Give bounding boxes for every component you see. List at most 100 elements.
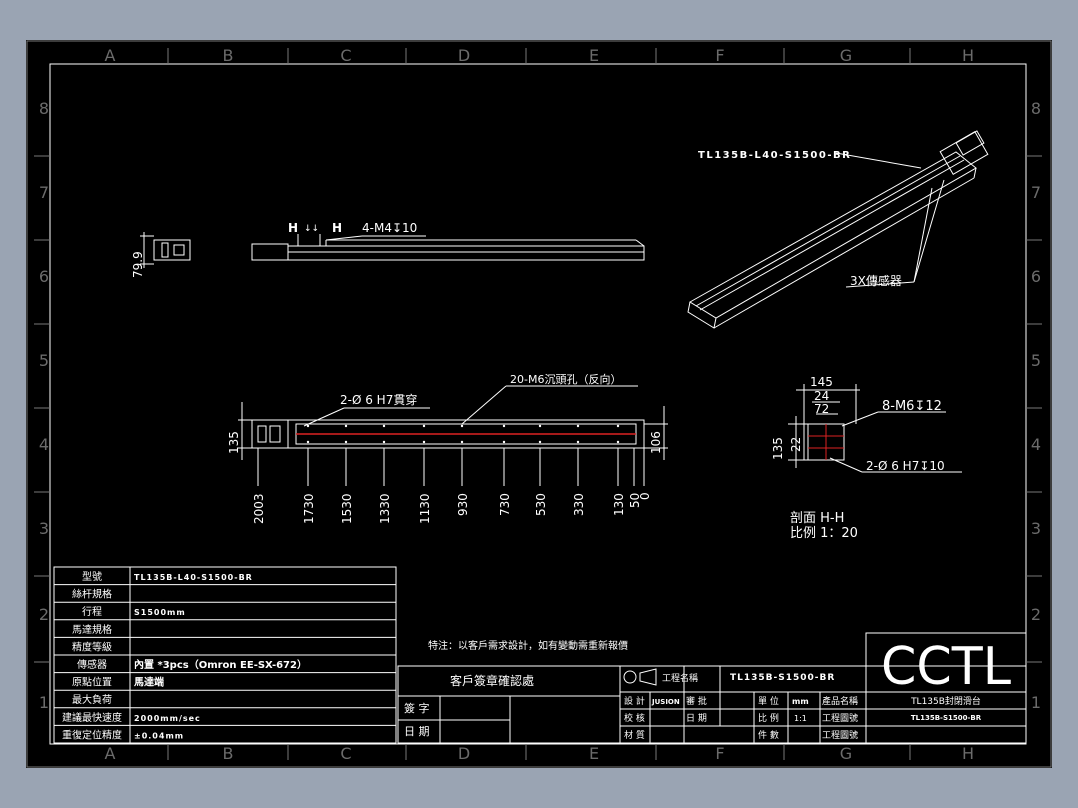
sensor-label: 3X傳感器: [850, 273, 902, 288]
column-label: E: [589, 46, 599, 65]
spec-label: 重復定位精度: [62, 728, 122, 741]
review-label: 審 批: [686, 695, 707, 707]
spec-value: 2000mm/sec: [134, 714, 201, 723]
row-label: 5: [39, 351, 49, 370]
designer: JUSION: [651, 698, 680, 706]
ordinate-label: 330: [572, 493, 586, 516]
design-label: 設 計: [624, 695, 645, 707]
drawing-no-label: 工程圖號: [822, 712, 858, 724]
spec-value: S1500mm: [134, 608, 186, 617]
column-label: D: [458, 744, 470, 763]
projection-circle-icon: [623, 670, 637, 684]
unit-label: 單 位: [758, 695, 779, 707]
row-label: 3: [1031, 519, 1041, 538]
column-label: F: [715, 46, 724, 65]
hole-note: 2-Ø 6 H7貫穿: [340, 392, 417, 407]
row-label: 7: [1031, 183, 1041, 202]
counterbore-note: 20-M6沉頭孔（反向）: [510, 372, 621, 386]
ordinate-label: 1330: [378, 493, 392, 524]
ordinate-label: 50: [628, 493, 642, 508]
spec-label: 馬達規格: [72, 623, 112, 636]
row-label: 6: [39, 267, 49, 286]
column-label: D: [458, 46, 470, 65]
side-height-dim: 79.9: [131, 251, 145, 278]
column-label: G: [840, 46, 852, 65]
title-block: 工程名稱 TL135B-S1500-BR CCTL 設 計 JUSION 審 批…: [619, 632, 1027, 744]
column-label: C: [340, 744, 351, 763]
row-label: 4: [1031, 435, 1041, 454]
ordinate-label: 730: [498, 493, 512, 516]
dim-72: 72: [814, 402, 829, 416]
side-view: 79.9 H H ↓↓ 4-M4↧10: [131, 221, 645, 278]
check-label: 校 核: [624, 712, 645, 724]
drawing-no-label-2: 工程圖號: [822, 729, 858, 741]
spec-value: 馬達端: [134, 676, 164, 689]
spec-label: 精度等級: [72, 640, 112, 653]
project-label: 工程名稱: [662, 672, 698, 684]
column-label: B: [223, 744, 234, 763]
section-scale: 比例 1：20: [790, 526, 858, 541]
column-label: A: [105, 744, 116, 763]
cctl-logo: CCTL: [881, 637, 1011, 697]
approval-date-label: 日 期: [404, 725, 430, 738]
h-mark-right: H: [332, 221, 342, 235]
row-label: 5: [1031, 351, 1041, 370]
spec-label: 原點位置: [72, 676, 112, 689]
count-label: 件 數: [758, 729, 779, 741]
approval-block: 客戶簽章確認處 簽 字 日 期: [397, 665, 621, 744]
material-label: 材 質: [624, 729, 645, 741]
thread-note: 8-M6↧12: [882, 399, 942, 414]
dim-145: 145: [810, 375, 833, 389]
ordinate-label: 1130: [418, 493, 432, 524]
column-label: G: [840, 744, 852, 763]
column-label: A: [105, 46, 116, 65]
row-label: 8: [1031, 99, 1041, 118]
ordinate-label: 0: [638, 492, 652, 500]
row-label: 4: [39, 435, 49, 454]
spec-label: 行程: [82, 605, 102, 618]
top-right-dim: 106: [649, 431, 663, 454]
project-name: TL135B-S1500-BR: [730, 673, 835, 683]
spec-value: 內置 *3pcs（Omron EE-SX-672）: [134, 658, 307, 671]
ordinate-label: 930: [456, 493, 470, 516]
column-label: F: [715, 744, 724, 763]
pin-note: 2-Ø 6 H7↧10: [866, 459, 945, 473]
scale-label-tb: 比 例: [758, 712, 779, 724]
ordinate-label: 530: [534, 493, 548, 516]
ordinate-label: 1730: [302, 493, 316, 524]
row-label: 8: [39, 99, 49, 118]
h-mark-left: H: [288, 221, 298, 235]
svg-text:↓↓: ↓↓: [304, 224, 319, 234]
dim-135-section: 135: [771, 437, 785, 460]
column-labels-top: A B C D E F G H: [105, 46, 974, 65]
special-note: 特注：以客戶需求設計，如有變動需重新報價: [428, 639, 628, 652]
isometric-view: TL135B-L40-S1500-BR 3X傳感器: [687, 130, 989, 329]
product-name: TL135B封閉滑台: [910, 695, 981, 707]
column-label: C: [340, 46, 351, 65]
dim-22: 22: [789, 437, 803, 452]
row-label: 2: [1031, 605, 1041, 624]
projection-cone-icon: [639, 668, 657, 686]
spec-label: 最大負荷: [72, 693, 112, 706]
column-label: H: [962, 46, 974, 65]
drawing-no: TL135B-S1500-BR: [911, 714, 982, 722]
top-left-dim: 135: [227, 431, 241, 454]
section-view: 145 24 72 135 22 8-M6↧12 2-Ø 6 H7↧10 剖面 …: [771, 375, 962, 541]
ordinate-label: 1530: [340, 493, 354, 524]
screw-note: 4-M4↧10: [362, 221, 417, 235]
section-title: 剖面 H-H: [790, 511, 844, 526]
row-label: 7: [39, 183, 49, 202]
column-label: B: [223, 46, 234, 65]
product-label: 產品名稱: [822, 695, 858, 707]
spec-value: TL135B-L40-S1500-BR: [134, 573, 253, 582]
row-label: 1: [39, 693, 49, 712]
frame-border: [49, 63, 1027, 745]
